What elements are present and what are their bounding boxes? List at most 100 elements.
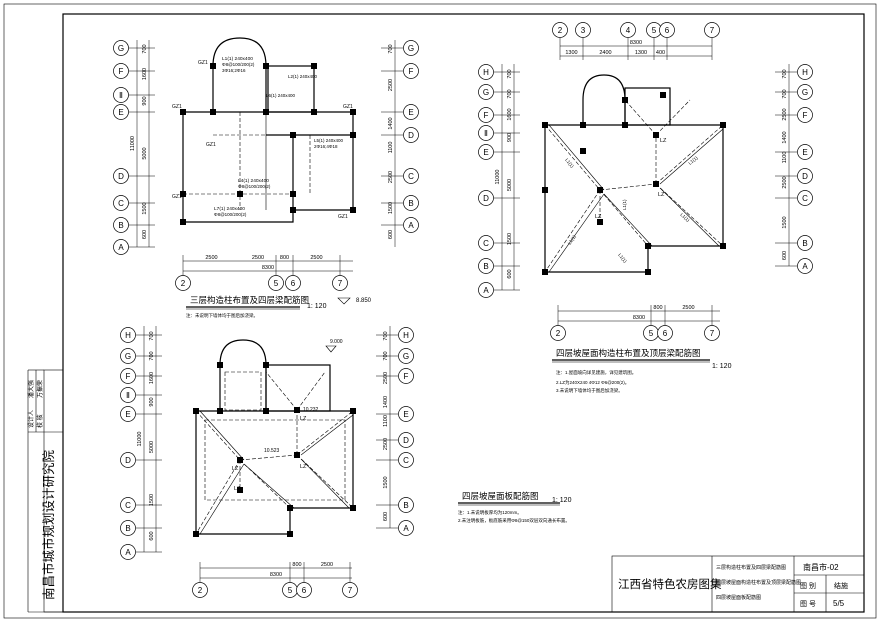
p2-left-axis-4-bubble [478,144,494,160]
p2-top-axis-0: 2 [558,26,563,35]
plan2-lz-label-1: LZ [595,214,602,220]
p3-right-dim-0: 700 [383,331,389,340]
p3-left-axis-8-bubble [120,544,136,560]
plan1-beam-label-1: L1(1) 240x400 [222,56,253,62]
p2-top-total: 8300 [630,40,642,46]
p3-left-axis-2: F [126,372,131,381]
p3-right-axis-4-bubble [398,432,414,448]
p3-bottom-dim-0: 800 [292,562,301,568]
p2-right-dim-7: 600 [782,251,788,260]
album-title: 江西省特色农房图集 [618,577,722,591]
p3-left-axis-0-bubble [120,327,136,343]
p1-right-axis-3: D [408,131,414,140]
p2-left-axis-0: H [483,68,489,77]
p3-right-dim-7: 600 [383,512,389,521]
p3-right-axis-5-bubble [398,452,414,468]
plan1-bay-wall [212,37,267,112]
p2-left-axis-1-bubble [478,84,494,100]
p2-right-axis-2-bubble [797,107,813,123]
p2-left-total: 11000 [495,170,501,185]
p3-right-axis-3: E [403,410,408,419]
plan1-stair-wall [267,65,315,113]
plan2-scale: 1: 120 [712,363,732,370]
p3-left-axis-1-bubble [120,348,136,364]
plan3-stair-wall [265,364,331,412]
plan1-column-label-4: GZ1 [172,194,182,200]
p1-right-dim-5: 1500 [388,202,394,214]
p3-left-axis-2-bubble [120,368,136,384]
p2-left-axis-1: G [483,88,489,97]
p2-right-dim-1: 700 [782,89,788,98]
plan2-note-2: 2.LZ为240X240 4Φ12 Φ6@200(2)。 [556,379,629,386]
plan3-slab-ridges [195,371,354,535]
p3-right-dim-5: 2500 [383,438,389,450]
p2-top-axis-2-bubble [620,22,636,38]
plan3-lz-label-2: LZ [300,464,307,470]
p3-left-axis-7: B [125,524,130,533]
plan1-note: 注：未说明下墙体均于图后加浇梁。 [186,312,258,319]
p3-left-axis-0: H [125,331,131,340]
signature-role-1: 设计人 [27,410,35,428]
p1-bottom-axis-3: 7 [338,279,343,288]
outer-frame [3,3,877,619]
p3-left-total: 11000 [137,432,143,447]
p3-right-dim-2: 2500 [383,372,389,384]
p3-left-axis-6: C [125,501,131,510]
p2-left-axis-3: Ⅱ [484,129,488,138]
p2-right-axis-7: A [802,262,808,271]
plan1-title: 三层构造柱布置及四层梁配筋图 [190,295,309,305]
p3-right-axis-6: B [403,501,408,510]
p2-left-axis-8: A [483,286,489,295]
p2-top-axis-5: 7 [710,26,715,35]
plan-fourth-roof-slab: HGFⅡEDCBA70070016009005000150060011000HG… [120,326,572,598]
p1-bottom-dim-3: 2500 [310,255,322,261]
p3-left-dim-2: 1600 [149,372,155,384]
p1-left-dim-2: 900 [142,96,148,105]
plan3-axis-grid: HGFⅡEDCBA70070016009005000150060011000HG… [120,326,414,598]
category-label: 图 别 [800,581,816,590]
p1-bottom-axis-0-bubble [175,275,191,291]
plan2-lz-label-3: LZ [660,138,667,144]
plan1-level-marker [337,297,351,305]
plan3-title: 四层坡屋面板配筋图 [462,491,539,501]
plan2-bay-wall [582,74,626,125]
p2-top-axis-5-bubble [704,22,720,38]
p2-left-dim-3: 900 [507,133,513,142]
p3-left-dim-6: 600 [149,531,155,540]
plan1-rebar-label-4: Φ8@100/200(2) [214,212,247,217]
p2-bottom-total: 8300 [633,315,645,321]
plan1-beam-label-7: L7(1) 240x400 [214,206,245,212]
plan2-beam-label-3: L1(1) [617,252,628,264]
plan3-level-1: 9.000 [330,339,343,345]
p3-left-axis-4-bubble [120,406,136,422]
p3-bottom-axis-3: 7 [348,586,353,595]
p2-bottom-axis-2: 6 [663,329,668,338]
p2-left-axis-2-bubble [478,107,494,123]
p2-bottom-axis-0-bubble [550,325,566,341]
p2-left-axis-6: C [483,239,489,248]
p2-top-dim-3: 400 [656,50,665,56]
p1-bottom-axis-2-bubble [285,275,301,291]
p2-right-axis-0: H [802,68,808,77]
project-code: 南昌市-02 [803,562,839,572]
inner-frame [62,13,865,613]
p1-right-axis-4: C [408,172,414,181]
p1-right-axis-5-bubble [403,195,419,211]
p1-left-axis-2: Ⅱ [119,91,123,100]
plan1-beam-label-6: L6(1) 240x400 [266,93,296,98]
p3-left-dim-3: 900 [149,397,155,406]
p1-bottom-axis-3-bubble [332,275,348,291]
p3-right-dim-1: 700 [383,351,389,360]
p2-right-axis-5-bubble [797,190,813,206]
p2-bottom-dim-1: 2500 [682,305,694,311]
plan3-lz-label-4: LZ [234,486,241,492]
plan1-beam-label-2: L2(1) 240x400 [288,74,318,79]
p1-left-axis-7: A [118,243,124,252]
category-value: 结施 [834,581,848,590]
plan1-beam-label-5: L5(1) 240x400 [314,138,344,143]
p2-right-axis-6: B [802,239,807,248]
p2-top-axis-2: 4 [626,26,631,35]
p1-right-dim-2: 1400 [388,117,394,129]
p1-bottom-total: 8300 [262,265,274,271]
p3-right-axis-7: A [403,524,409,533]
